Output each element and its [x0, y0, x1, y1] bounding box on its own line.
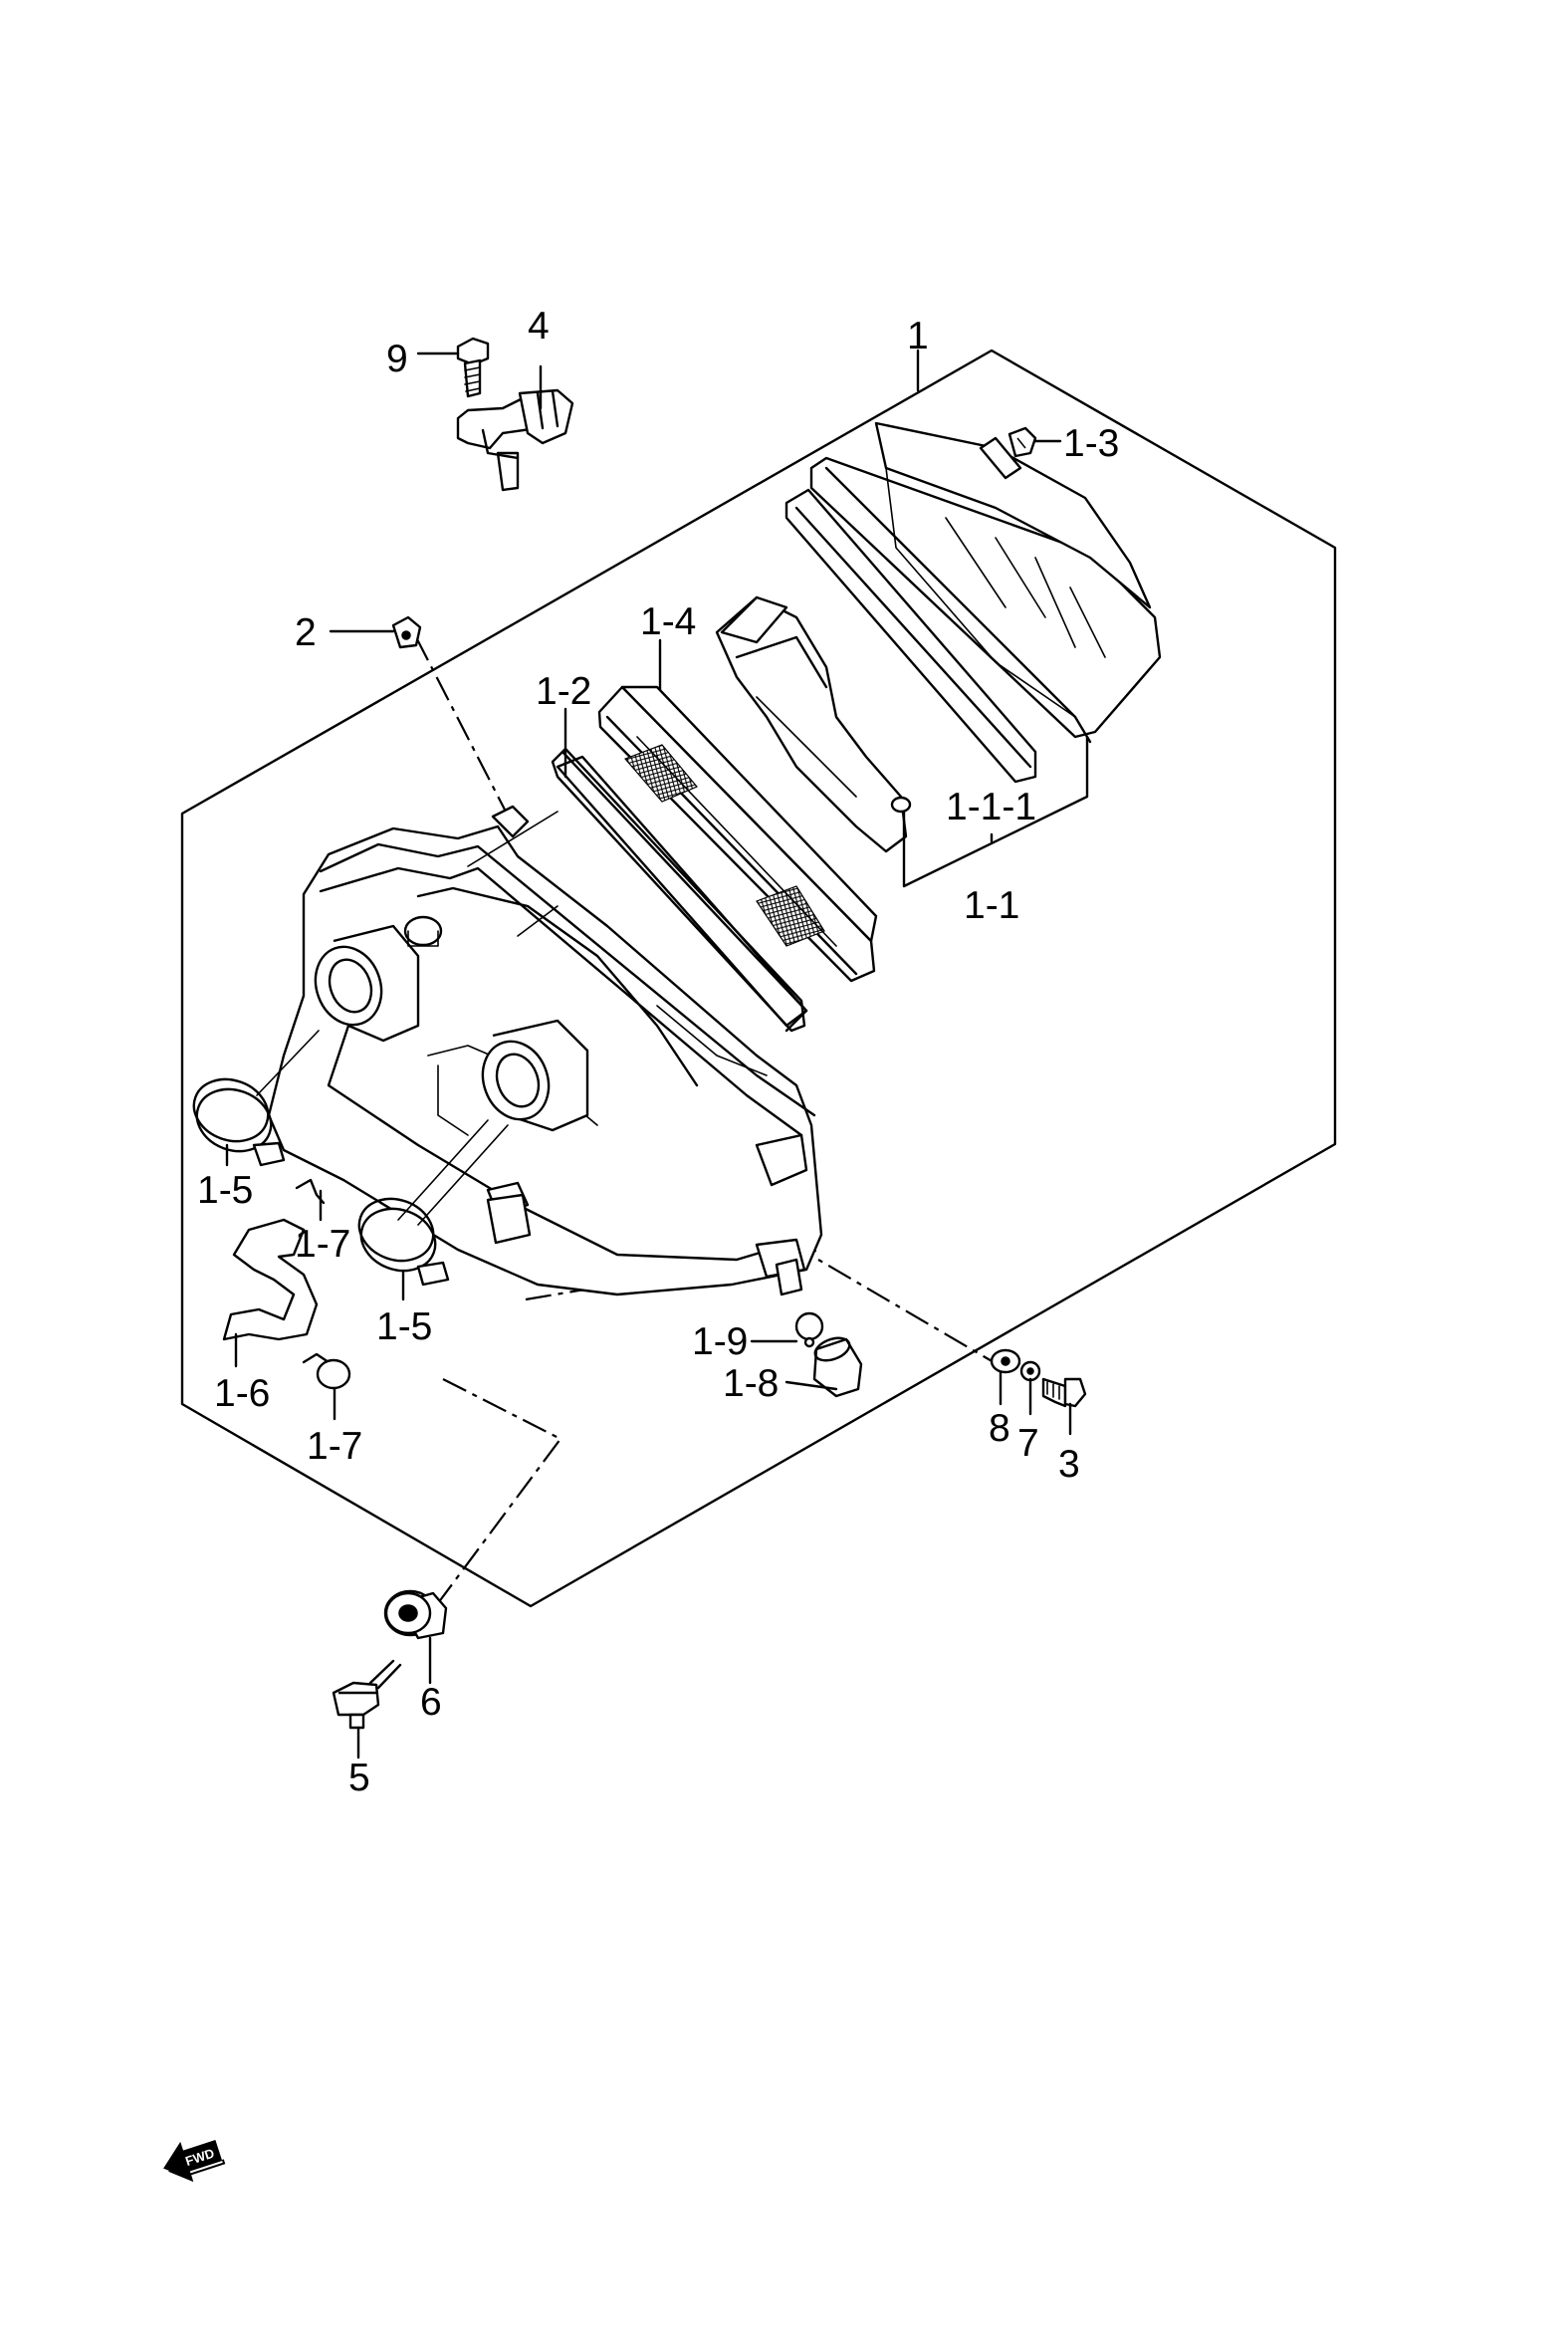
- drain-hose: [222, 1218, 319, 1341]
- leader-lines: [225, 349, 1089, 1760]
- clamp-left: [192, 1077, 286, 1167]
- callout-1-3: 1-3: [1063, 422, 1119, 465]
- callout-8: 8: [989, 1407, 1010, 1450]
- sensor-4: [456, 388, 574, 492]
- fwd-arrow-icon: FWD: [163, 2140, 226, 2183]
- callout-5: 5: [348, 1757, 370, 1799]
- callout-1-4: 1-4: [640, 600, 696, 643]
- air-cleaner-cap: [715, 421, 1162, 853]
- callout-1-7-lower: 1-7: [307, 1425, 362, 1468]
- callout-1-5-left: 1-5: [197, 1169, 253, 1212]
- callout-1-1: 1-1: [964, 884, 1019, 927]
- callout-1-2: 1-2: [536, 670, 591, 713]
- callout-1-7-upper: 1-7: [295, 1223, 350, 1266]
- grommet-6: [383, 1589, 448, 1640]
- callout-labels: 1 4 9 1-3 2 1-4 1-2 1-1-1 1-1 1-5 1-7 1-…: [197, 305, 1119, 1799]
- drain-plug-ring: [794, 1311, 824, 1341]
- callout-1-9: 1-9: [692, 1320, 748, 1363]
- screw-2: [391, 615, 422, 649]
- clamp-guide-lines: [256, 1030, 509, 1226]
- callout-2: 2: [295, 611, 317, 654]
- callout-6: 6: [420, 1681, 442, 1724]
- callout-1: 1: [907, 315, 929, 357]
- callout-1-8: 1-8: [723, 1362, 779, 1405]
- sensor-5: [332, 1659, 402, 1730]
- callout-1-5-right: 1-5: [376, 1305, 432, 1348]
- callout-1-6: 1-6: [214, 1372, 270, 1415]
- screw-1-3: [1008, 426, 1037, 458]
- hose-clip-lower: [302, 1352, 331, 1364]
- assembly-boundary: [180, 349, 1337, 1608]
- air-cleaner-case: [267, 805, 823, 1296]
- clamp-right: [357, 1197, 450, 1287]
- bolt-3: [1041, 1377, 1087, 1408]
- air-cleaner-element: [597, 685, 878, 983]
- callout-7: 7: [1017, 1422, 1039, 1465]
- washer-8: [990, 1348, 1021, 1374]
- callout-1-1-1: 1-1-1: [946, 786, 1036, 828]
- nut-7: [1019, 1360, 1041, 1382]
- callout-4: 4: [528, 305, 550, 348]
- callout-9: 9: [386, 338, 408, 380]
- bolt-9: [456, 337, 490, 398]
- callout-3: 3: [1058, 1443, 1080, 1486]
